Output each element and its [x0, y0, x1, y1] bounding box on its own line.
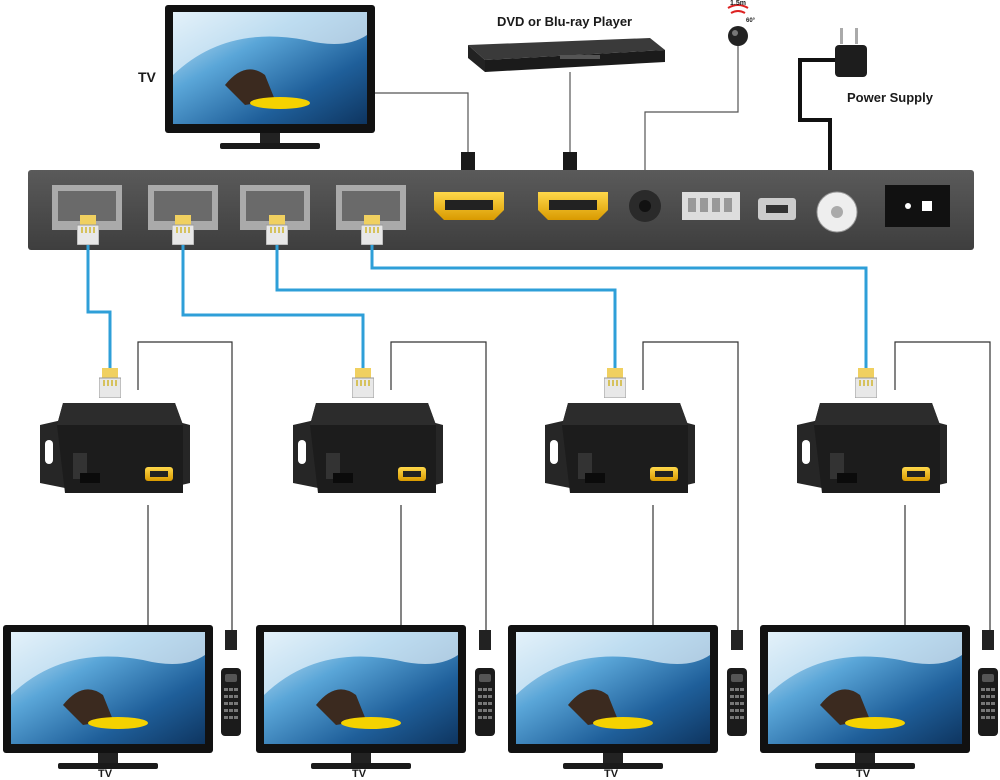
power-adapter [798, 28, 867, 175]
ir-jack [629, 190, 661, 222]
tv-label-1: TV [98, 768, 113, 780]
transmitter-panel [28, 170, 974, 250]
tv-label-3: TV [604, 768, 619, 780]
receiver-group-3 [508, 341, 747, 769]
cat-cables [86, 245, 868, 370]
tv-label-4: TV [856, 768, 871, 780]
dvd-player [468, 38, 665, 72]
ir-distance-label: 1.5m [730, 0, 746, 7]
dc-power-jack [816, 191, 858, 233]
dip-switch [682, 192, 740, 220]
tv-label-2: TV [352, 768, 367, 780]
usb-port [758, 198, 796, 220]
receiver-group-4 [760, 341, 998, 769]
receiver-group-1 [3, 341, 241, 769]
ir-angle-label: 60° [746, 18, 756, 24]
power-supply-label: Power Supply [847, 90, 934, 105]
power-switch [885, 185, 950, 227]
hdmi-out-port [434, 192, 504, 220]
top-tv-label: TV [138, 69, 157, 85]
top-cables [375, 46, 739, 175]
receiver-group-2 [256, 341, 495, 769]
hdmi-in-port [538, 192, 608, 220]
player-label: DVD or Blu-ray Player [497, 14, 632, 29]
top-tv [165, 5, 375, 149]
ir-receiver-sensor [727, 4, 749, 46]
